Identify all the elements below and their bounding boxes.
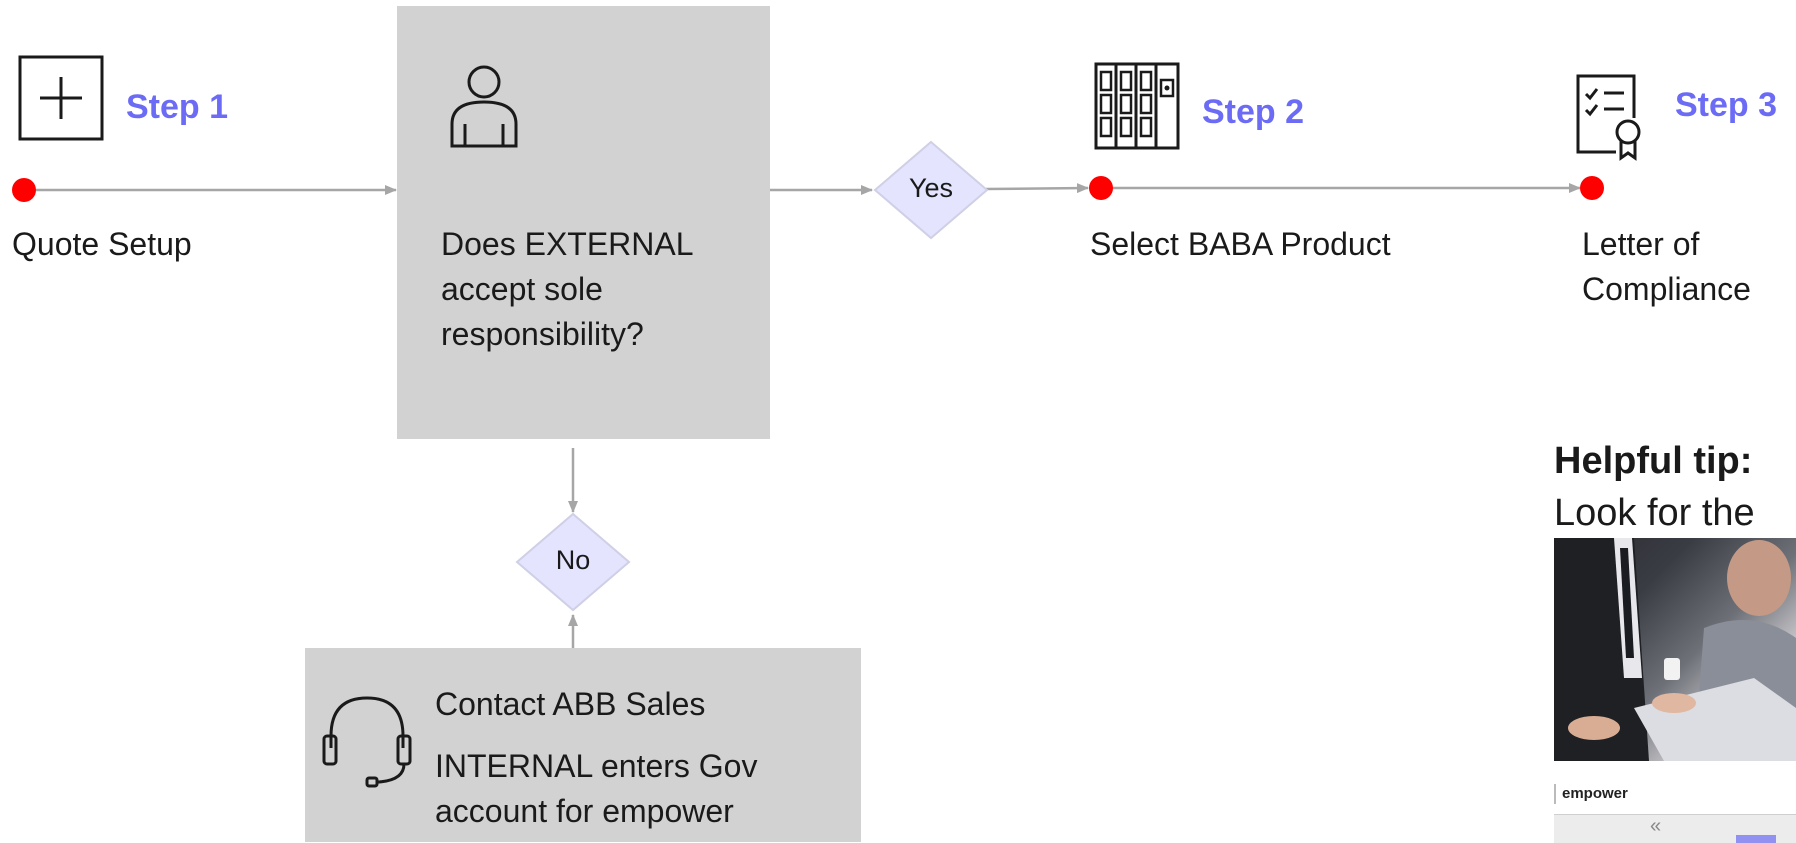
step-3-dot [1580, 176, 1604, 200]
yes-diamond [873, 140, 989, 240]
tip-photo [1554, 538, 1796, 761]
step-2-caption: Select BABA Product [1090, 226, 1391, 262]
step-1-caption: Quote Setup [12, 226, 192, 262]
contact-box: Contact ABB Sales INTERNAL enters Gov ac… [305, 648, 861, 842]
decision-box: Does EXTERNAL accept sole responsibility… [397, 6, 770, 439]
step-3-caption-line-2: Compliance [1582, 271, 1751, 307]
step-1-label: Step 1 [126, 88, 229, 126]
plus-square-icon [18, 55, 104, 141]
decision-question: Does EXTERNAL accept sole responsibility… [441, 222, 694, 357]
collapse-icon[interactable]: « [1650, 815, 1662, 837]
tip-heading: Helpful tip: [1554, 440, 1753, 482]
empower-toolbar: « [1554, 814, 1796, 843]
step-3-label: Step 3 [1675, 86, 1778, 124]
step-1-dot [12, 178, 36, 202]
step-3-caption-line-1: Letter of [1582, 226, 1700, 262]
step-2-label: Step 2 [1202, 93, 1305, 131]
headset-icon [321, 692, 413, 790]
cabinet-icon [1094, 62, 1180, 150]
yes-label: Yes [908, 173, 954, 203]
connector-yes-to-step2 [985, 183, 1089, 194]
contact-title: Contact ABB Sales [435, 686, 706, 722]
tip-strip: empower « [1554, 772, 1796, 843]
step-2-dot [1089, 176, 1113, 200]
contact-text: INTERNAL enters Gov account for empower [435, 744, 757, 834]
step-3-caption: Letter of Compliance [1582, 222, 1751, 312]
person-icon [447, 58, 521, 152]
toolbar-tab[interactable] [1736, 835, 1776, 843]
contact-text-line-1: INTERNAL enters Gov [435, 748, 758, 784]
no-label: No [555, 545, 591, 575]
certificate-icon [1576, 72, 1644, 162]
strip-divider [1554, 784, 1556, 804]
decision-question-line-2: accept sole [441, 271, 603, 307]
decision-question-line-1: Does EXTERNAL [441, 226, 694, 262]
people-photo-illustration [1554, 538, 1796, 761]
contact-text-line-2: account for empower [435, 793, 734, 829]
tip-text: Look for the [1554, 492, 1755, 534]
empower-label: empower [1562, 785, 1628, 802]
no-diamond [515, 512, 631, 612]
decision-question-line-3: responsibility? [441, 316, 644, 352]
